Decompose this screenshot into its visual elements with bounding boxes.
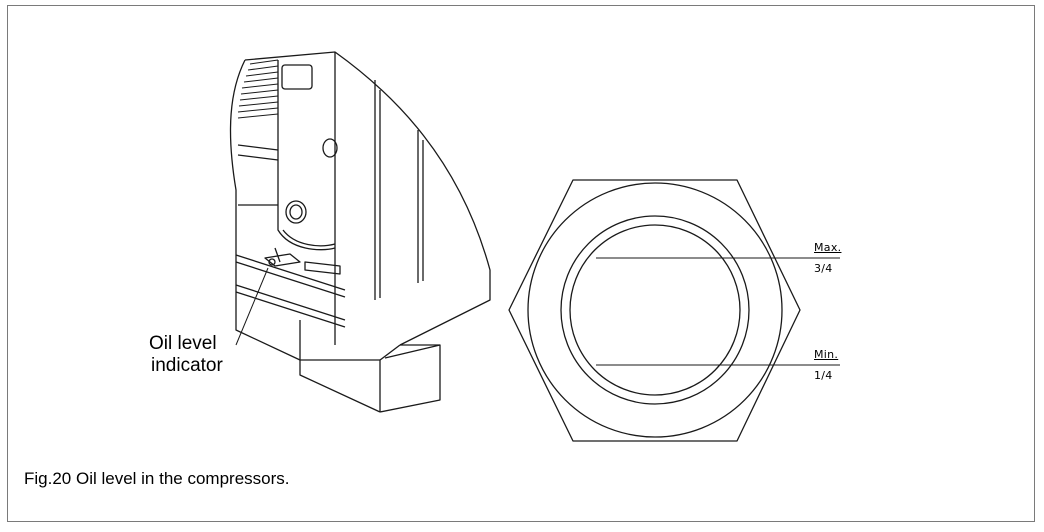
figure-frame xyxy=(7,5,1035,522)
glass-window xyxy=(569,224,741,396)
callout-line-2: indicator xyxy=(151,355,223,376)
max-fraction-label: 3/4 xyxy=(814,262,833,275)
fan-grille xyxy=(237,59,279,119)
min-fraction-label: 1/4 xyxy=(814,369,833,382)
sight-glass-gauge xyxy=(508,179,840,442)
min-label: Min. xyxy=(814,348,839,361)
compressor-unit-illustration xyxy=(229,51,491,413)
middle-ring xyxy=(560,215,750,405)
max-label: Max. xyxy=(814,241,842,254)
oil-level-indicator-label: Oil level indicator xyxy=(149,333,223,377)
callout-leader-line xyxy=(235,267,269,346)
callout-line-1: Oil level xyxy=(149,333,217,354)
figure-caption: Fig.20 Oil level in the compressors. xyxy=(24,469,290,488)
hex-nut xyxy=(508,179,801,442)
outer-ring xyxy=(527,182,783,438)
